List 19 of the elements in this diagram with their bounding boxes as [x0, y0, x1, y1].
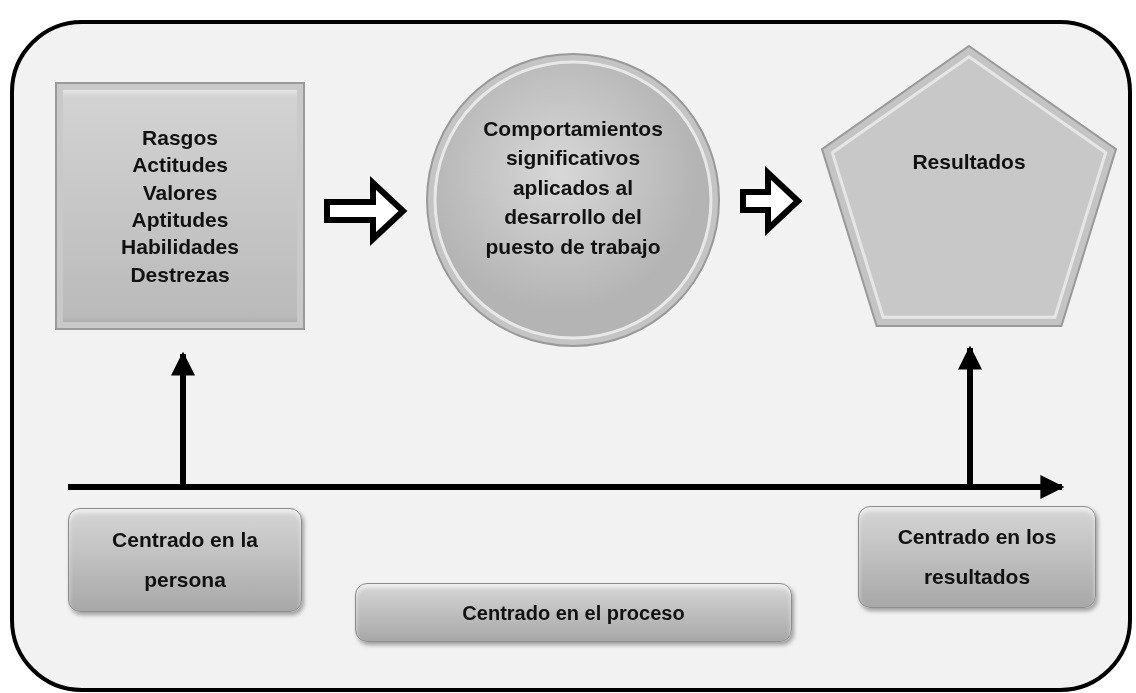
list-item: Rasgos: [142, 125, 218, 152]
list-item: Actitudes: [132, 152, 228, 179]
process-box: [355, 583, 792, 642]
block-arrow: [324, 176, 408, 246]
node-label: Centrado en el proceso: [462, 600, 685, 626]
arrow: [171, 351, 195, 485]
node-label: Comportamientos significativos aplicados al desarrollo del puesto de trabajo: [483, 116, 663, 260]
list-item: Valores: [142, 179, 218, 206]
node-label: Resultados: [912, 149, 1026, 175]
list-item: Destrezas: [130, 261, 230, 288]
node-label: Centrado en la persona: [111, 527, 259, 593]
arrow: [958, 345, 982, 485]
process-box: [858, 506, 1096, 608]
list-item: Aptitudes: [131, 207, 229, 233]
square-node: [55, 82, 305, 330]
list-item: Habilidades: [121, 234, 239, 261]
node-label: Centrado en los resultados: [896, 524, 1058, 590]
process-box: [68, 508, 302, 612]
block-arrow: [740, 166, 803, 236]
